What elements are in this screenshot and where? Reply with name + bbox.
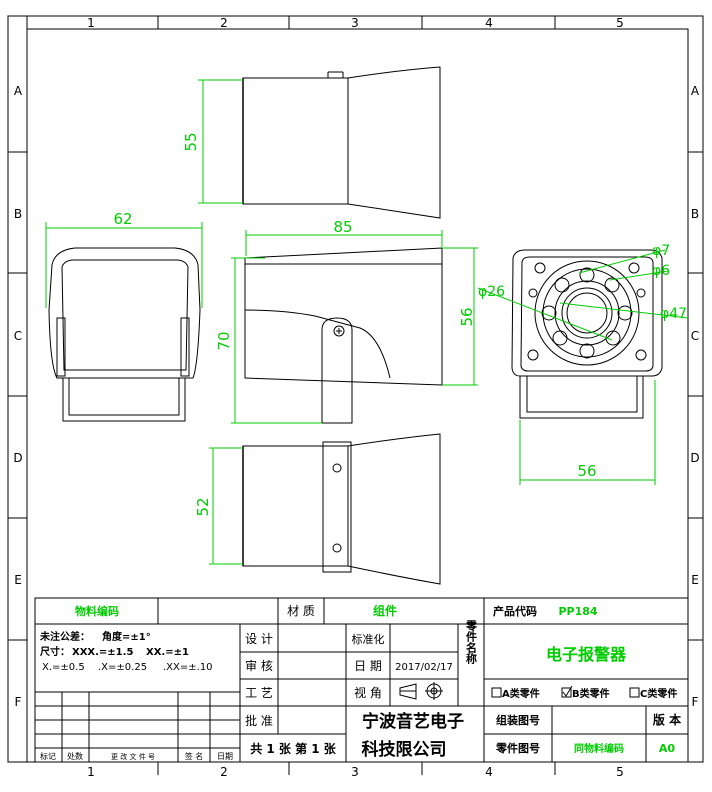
dim-85: 85 [333,218,352,236]
class-a-label: A类零件 [502,687,540,700]
part-no-value: 同物料编码 [574,742,624,755]
row-label-d-right: D [690,451,699,465]
assembly-no-label: 组装图号 [496,713,540,727]
tolerance-x: X.=±0.5 [42,662,85,673]
revision-mark-header: 标记 [40,751,56,761]
tolerance-xx: XX.=±1 [146,647,189,658]
row-label-a: A [14,84,23,98]
check-label: 审 核 [245,658,273,673]
row-label-a-right: A [691,84,700,98]
col-label-2: 2 [220,16,228,30]
dim-56-back: 56 [577,462,596,480]
row-label-e: E [14,573,22,587]
company-name-line2: 科技限公司 [362,739,447,760]
tolerance-dx: .X=±0.25 [98,662,147,673]
tolerance-dxx: .XX=±.10 [163,662,213,673]
class-b-checkmark [562,685,573,697]
class-checkboxes [491,685,640,698]
class-b-label: B类零件 [572,687,610,700]
col-label-5-bottom: 5 [616,765,624,779]
tolerance-xxx: XXX.=±1.5 [72,647,133,658]
dim-front-width: 62 [45,210,203,308]
col-label-3-bottom: 3 [351,765,359,779]
col-label-1: 1 [87,16,95,30]
projection-symbol-icon [399,682,443,700]
dim-d47: φ47 [660,306,687,322]
company-name-line1: 宁波音艺电子 [362,711,464,732]
material-code-label: 物料编码 [75,604,119,618]
tolerance-angle: 角度=±1° [102,630,151,643]
product-code-value: PP184 [558,605,597,618]
dim-top-height: 55 [182,79,243,204]
row-labels: A B C D E F A B C D E F [8,84,703,709]
standard-label: 标准化 [352,632,385,646]
row-label-b: B [14,207,22,221]
dim-70: 70 [215,331,233,350]
row-label-f-right: F [692,695,699,709]
back-view-callouts: φ7 φ6 φ26 φ47 [477,243,689,341]
class-c-checkbox[interactable] [629,687,640,698]
col-label-3: 3 [351,16,359,30]
row-label-f: F [15,695,22,709]
dim-back-width: 56 [519,380,656,485]
column-labels: 1 2 3 4 5 1 2 3 4 5 [87,16,624,779]
revision-doc-header: 更 改 文 件 号 [111,752,155,761]
material-label: 材 质 [287,604,315,618]
row-label-e-right: E [691,573,699,587]
row-label-d: D [13,451,22,465]
back-view [511,249,663,419]
dim-side-length: 85 [245,218,443,256]
row-label-b-right: B [691,207,699,221]
dim-bottom-height: 52 [194,447,243,565]
col-label-4-bottom: 4 [485,765,493,779]
date-label: 日 期 [354,659,382,673]
dim-62: 62 [113,210,132,228]
row-label-c: C [14,329,22,343]
part-name-value: 电子报警器 [546,645,627,664]
dim-55: 55 [182,132,200,151]
dim-d7: φ7 [652,243,670,259]
col-label-4: 4 [485,16,493,30]
process-label: 工 艺 [245,686,273,700]
design-label: 设 计 [245,632,273,646]
revision-count-header: 处数 [67,751,83,761]
dim-side-height: 56 [442,247,478,386]
col-label-1-bottom: 1 [87,765,95,779]
dim-d6: φ6 [652,263,670,279]
version-label: 版 本 [653,712,681,727]
front-view [48,247,201,422]
part-no-label: 零件图号 [495,741,540,755]
tolerance-size-label: 尺寸： [40,645,70,658]
title-block [34,597,689,763]
date-value: 2017/02/17 [395,662,453,673]
title-block-text: 物料编码 材 质 组件 产品代码 PP184 未注公差： 角度=±1° 尺寸： … [39,603,681,761]
revision-date-header: 日期 [217,752,233,761]
product-code-label: 产品代码 [493,604,537,618]
approve-label: 批 准 [245,713,273,728]
revision-sign-header: 签 名 [185,751,204,761]
dim-front-height: 70 [215,257,322,424]
class-b-checkbox[interactable] [561,687,572,698]
col-label-5: 5 [616,16,624,30]
dim-d26: φ26 [478,284,505,300]
material-value: 组件 [373,603,397,618]
col-label-2-bottom: 2 [220,765,228,779]
tolerance-title: 未注公差： [39,630,90,643]
view-label: 视 角 [354,685,382,700]
row-label-c-right: C [691,329,699,343]
class-c-label: C类零件 [640,687,677,700]
class-a-checkbox[interactable] [491,687,502,698]
part-name-label: 零件名称 [465,620,479,665]
dim-52: 52 [194,497,212,516]
version-value: A0 [659,742,676,755]
top-view [242,66,441,219]
sheet-count: 共 1 张 第 1 张 [250,741,337,756]
bottom-view [242,433,441,585]
dim-56-side: 56 [458,307,476,326]
